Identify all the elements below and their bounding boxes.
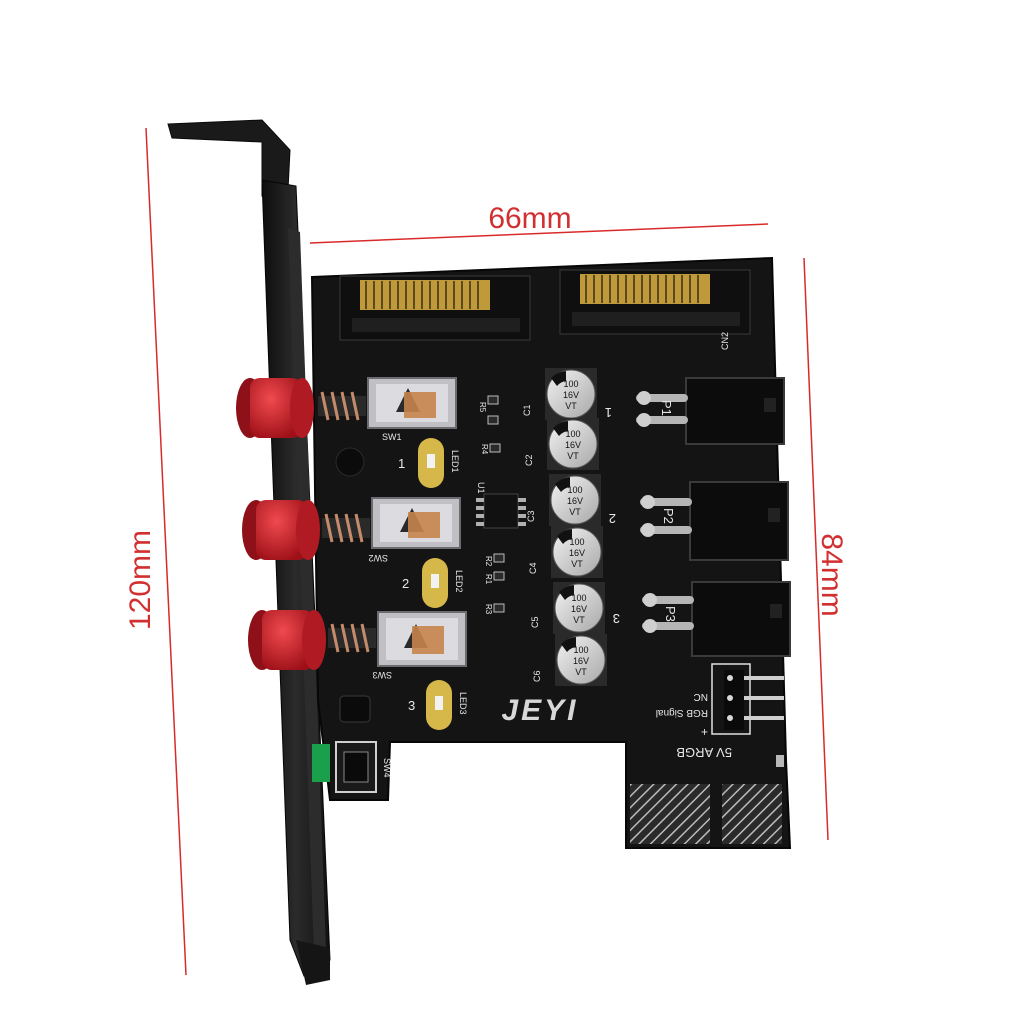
fan-port-1: P1 1 [605,377,785,445]
capacitor-value: 100 [563,379,578,389]
argb-header: NC RGB Signal + 5V ARGB [656,663,784,760]
capacitor-value: 100 [567,485,582,495]
dimension-label-66mm: 66mm [488,202,571,235]
channel-number-right-3: 3 [613,611,620,626]
capacitor-series: VT [573,615,585,625]
capacitor-label-c4: C4 [528,562,538,574]
switch-label-sw2: SW2 [368,553,388,563]
led-1: LED1 [418,438,460,488]
channel-number-right-1: 1 [605,405,612,420]
capacitor-label-c6: C6 [532,670,542,682]
switch-label-sw4: SW4 [382,758,392,778]
ic-u1: U1 [476,482,526,529]
capacitor-c5: 100 16V VT C5 [530,582,605,634]
dimension-label-84mm: 84mm [815,533,848,616]
argb-pin-nc: NC [694,691,708,702]
capacitor-label-c2: C2 [524,454,534,466]
argb-pin-signal: RGB Signal [656,707,708,718]
argb-header-title: 5V ARGB [676,745,732,760]
capacitor-c2: 100 16V VT C2 [524,418,599,470]
connector-label-cn2: CN2 [720,332,730,350]
switch-1: SW1 [236,377,457,442]
led-label-led2: LED2 [454,570,464,593]
capacitor-value: 100 [571,593,586,603]
capacitor-series: VT [571,559,583,569]
channel-number-left-2: 2 [402,576,409,591]
sensor-chip [339,695,371,723]
capacitor-label-c3: C3 [526,510,536,522]
capacitor-c3: 100 16V VT C3 [526,474,601,526]
pcie-contact-left [630,784,710,844]
resistor-label-r4: R4 [480,444,489,455]
argb-pin-plus: + [701,725,708,739]
capacitor-series: VT [567,451,579,461]
channel-number-left-3: 3 [408,698,415,713]
dimension-annotations: 66mm 120mm 84mm [124,127,848,976]
capacitor-c4: 100 16V VT C4 [528,526,603,578]
capacitor-voltage: 16V [565,440,581,450]
switch-4: SW4 [312,741,392,793]
switch-3: SW3 [248,610,467,680]
resistor-label-r5: R5 [478,402,487,413]
capacitor-label-c5: C5 [530,616,540,628]
resistor-label-r2: R2 [484,556,493,567]
capacitor-value: 100 [573,645,588,655]
pcie-contact-right [722,784,782,844]
dimension-line-84mm [803,257,829,841]
ic-label-u1: U1 [476,482,486,494]
fan-port-label-p1: P1 [659,400,674,416]
resistor-label-r1: R1 [484,574,493,585]
capacitor-voltage: 16V [569,548,585,558]
switch-label-sw3: SW3 [372,670,392,680]
capacitor-voltage: 16V [563,390,579,400]
dimension-label-120mm: 120mm [124,530,157,630]
fan-port-label-p2: P2 [661,508,676,524]
capacitor-series: VT [565,401,577,411]
capacitor-voltage: 16V [573,656,589,666]
capacitor-series: VT [575,667,587,677]
capacitor-voltage: 16V [571,604,587,614]
channel-number-right-2: 2 [609,511,616,526]
fan-port-2: P2 2 [609,481,789,561]
sata-connector-left [339,275,531,341]
capacitor-voltage: 16V [567,496,583,506]
led-label-led3: LED3 [458,692,468,715]
capacitor-series: VT [569,507,581,517]
led-label-led1: LED1 [450,450,460,473]
led-3: LED3 [426,680,468,730]
fan-port-label-p3: P3 [663,606,678,622]
sata-connector-right: CN2 [559,269,751,350]
switch-label-sw1: SW1 [382,432,402,442]
capacitor-value: 100 [565,429,580,439]
channel-number-left-1: 1 [398,456,405,471]
capacitor-label-c1: C1 [522,404,532,416]
capacitor-value: 100 [569,537,584,547]
mounting-hole [335,447,365,477]
led-2: LED2 [422,558,464,608]
switch-2: SW2 [242,497,461,563]
dimension-line-120mm [145,127,187,976]
capacitor-c1: 100 16V VT C1 [522,368,597,420]
brand-logo: JEYI [501,694,578,727]
dimension-line-66mm [309,223,769,244]
resistor-label-r3: R3 [484,604,493,615]
fan-port-3: P3 3 [613,581,791,657]
capacitor-c6: 100 16V VT C6 [532,634,607,686]
resistors: R5 R4 R2 R1 R3 [478,395,505,615]
